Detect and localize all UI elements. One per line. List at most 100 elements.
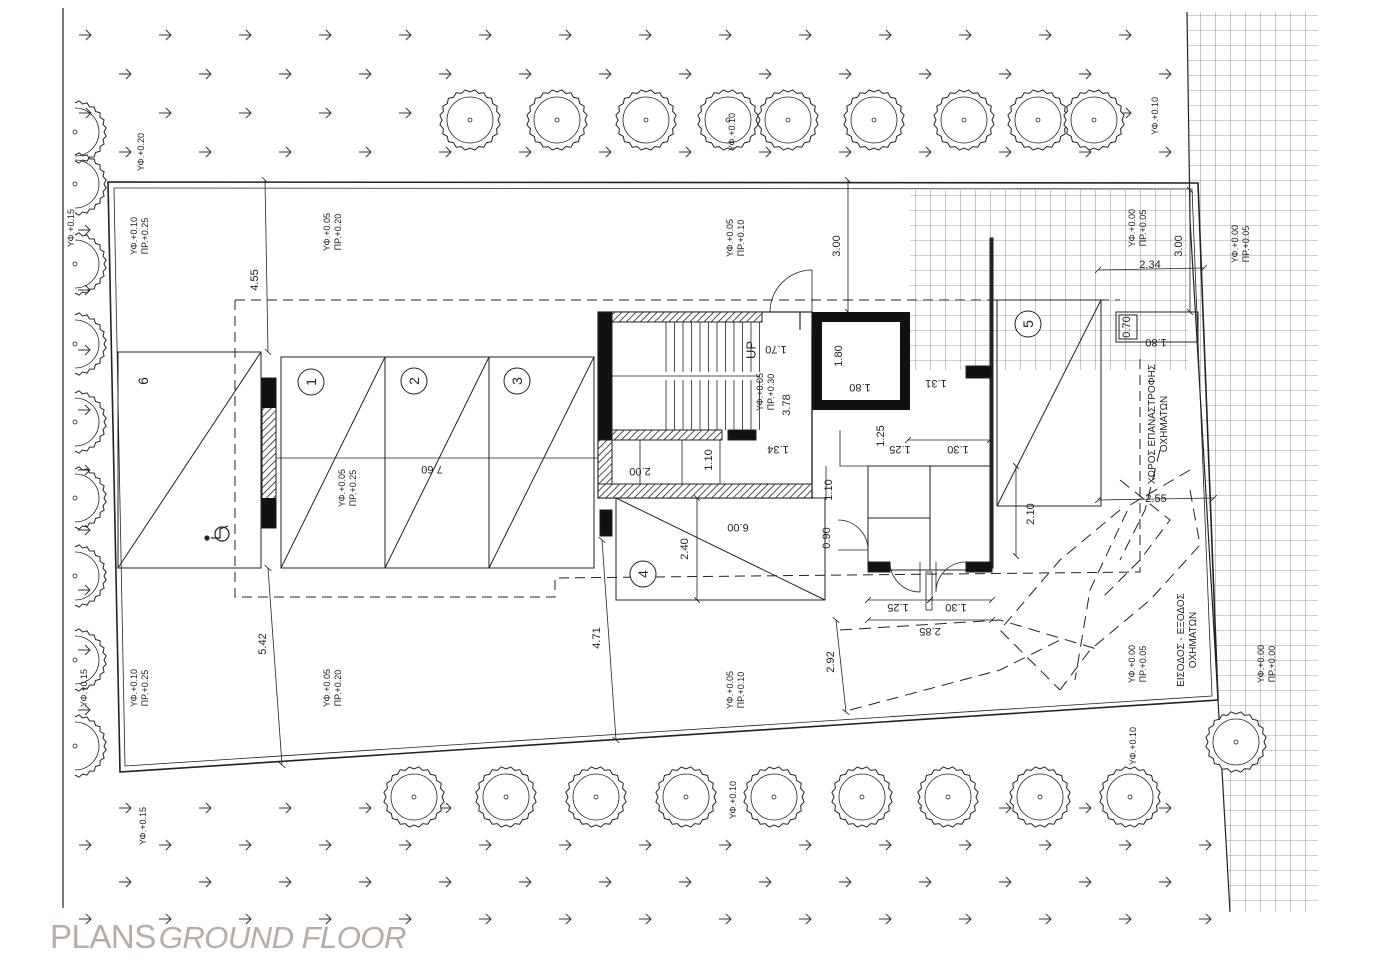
landscape-arrow [199, 802, 212, 814]
dimension-label: 1.30 [947, 443, 968, 455]
tree [72, 152, 107, 216]
landscape-arrow [439, 146, 452, 158]
landscape-arrow [959, 839, 972, 851]
landscape-arrow [78, 404, 91, 416]
dimension-label: 1.34 [767, 443, 788, 455]
tree [743, 766, 805, 828]
dimension-label: 1.30 [945, 601, 966, 613]
tree [72, 100, 107, 164]
stair-up-label: UP [744, 341, 759, 359]
landscape-arrow [559, 839, 572, 851]
plot-boundary [107, 181, 1219, 773]
dimension-label: 1.25 [887, 601, 908, 613]
landscape-arrow [1079, 802, 1092, 814]
landscape-arrow [1039, 839, 1052, 851]
plan-caption: PLANSGROUND FLOOR [50, 918, 406, 958]
landscape-arrow [439, 68, 452, 80]
dimension-label: 1.10 [703, 449, 715, 470]
landscape-arrow [999, 802, 1012, 814]
tree [475, 766, 537, 828]
landscape-arrow [879, 913, 892, 925]
landscape-arrow [999, 876, 1012, 888]
level-label: ΠΡ.+0.05 [1241, 226, 1251, 263]
dimension-label: 3.00 [1173, 235, 1185, 256]
dimension-label: 6.00 [727, 521, 748, 533]
landscape-arrow [479, 913, 492, 925]
landscape-arrow [1159, 802, 1172, 814]
space-markers [297, 310, 1042, 588]
landscape-arrow [1199, 913, 1212, 925]
landscape-arrow [519, 876, 532, 888]
landscape-arrow [1159, 146, 1172, 158]
level-label: ΥΦ.+0.10 [728, 781, 738, 819]
landscape-arrow [119, 146, 132, 158]
landscape-arrow [159, 839, 172, 851]
landscape-arrow [839, 68, 852, 80]
landscape-arrow [119, 68, 132, 80]
landscape-arrow [919, 146, 932, 158]
landscape-arrow [159, 29, 172, 41]
landscape-arrow [1199, 839, 1212, 851]
dimension-label: 1.70 [765, 343, 786, 355]
landscape-arrow [279, 802, 292, 814]
landscape-arrow [519, 146, 532, 158]
landscape-arrow [799, 913, 812, 925]
landscape-arrow [639, 839, 652, 851]
level-label: ΠΡ.+0.25 [348, 470, 358, 507]
level-label: ΥΦ.+0.00 [1127, 209, 1137, 247]
dimension-label: 7.60 [421, 463, 442, 475]
level-label: ΠΡ.+0.00 [1267, 646, 1277, 683]
landscape-arrow [199, 146, 212, 158]
level-label: ΥΦ.+0.05 [322, 669, 332, 707]
landscape-arrow [78, 644, 91, 656]
dimension-label: 3.00 [831, 235, 843, 256]
landscape-arrow [239, 839, 252, 851]
dimension-label: 2.00 [629, 465, 650, 477]
dimension-label: 1.80 [1145, 336, 1166, 348]
landscape-arrow [79, 839, 92, 851]
level-label: ΥΦ.+0.00 [1127, 645, 1137, 683]
tree [526, 89, 588, 151]
landscape-arrow [319, 913, 332, 925]
level-label: ΠΡ.+0.05 [1138, 646, 1148, 683]
sidewalk-tiles [910, 11, 1318, 913]
landscape-arrow [279, 876, 292, 888]
tree [615, 89, 677, 151]
landscape-arrow [79, 29, 92, 41]
level-label: ΥΦ.+0.10 [1128, 727, 1138, 765]
landscape-arrow [559, 29, 572, 41]
entrance-note: ΕΙΣΟΔΟΣ - ΕΞΟΔΟΣ [1176, 593, 1187, 687]
dimension-label: 1.25 [875, 425, 887, 446]
landscape-arrow [759, 68, 772, 80]
landscape-arrow [759, 146, 772, 158]
landscape-arrow [199, 68, 212, 80]
landscape-arrow [919, 876, 932, 888]
tree [72, 544, 107, 608]
tree [1007, 89, 1069, 151]
landscape-arrow [1119, 29, 1132, 41]
tree [1099, 766, 1161, 828]
dimension-label: 2.34 [1139, 259, 1160, 271]
wheelchair-icon [204, 525, 230, 542]
dimension-lines [265, 180, 1214, 765]
tree [72, 628, 107, 692]
elevator-shaft [812, 312, 910, 410]
landscape-arrow [479, 29, 492, 41]
tree [697, 89, 759, 151]
landscape-arrow [479, 839, 492, 851]
landscape-arrow [599, 146, 612, 158]
landscape-arrow [719, 29, 732, 41]
tree [383, 766, 445, 828]
level-label: ΥΦ.+0.05 [725, 671, 735, 709]
tree [72, 466, 107, 530]
entrance-note: ΟΧΗΜΑΤΩΝ [1188, 612, 1199, 669]
tree [1063, 89, 1125, 151]
landscape-arrow [239, 107, 252, 119]
landscape-arrow [639, 29, 652, 41]
landscape-arrow [78, 584, 91, 596]
dimension-label: 2.55 [1145, 493, 1166, 505]
landscape-arrow [78, 344, 91, 356]
dimension-label: 1.80 [833, 345, 845, 366]
landscape-arrow [359, 802, 372, 814]
